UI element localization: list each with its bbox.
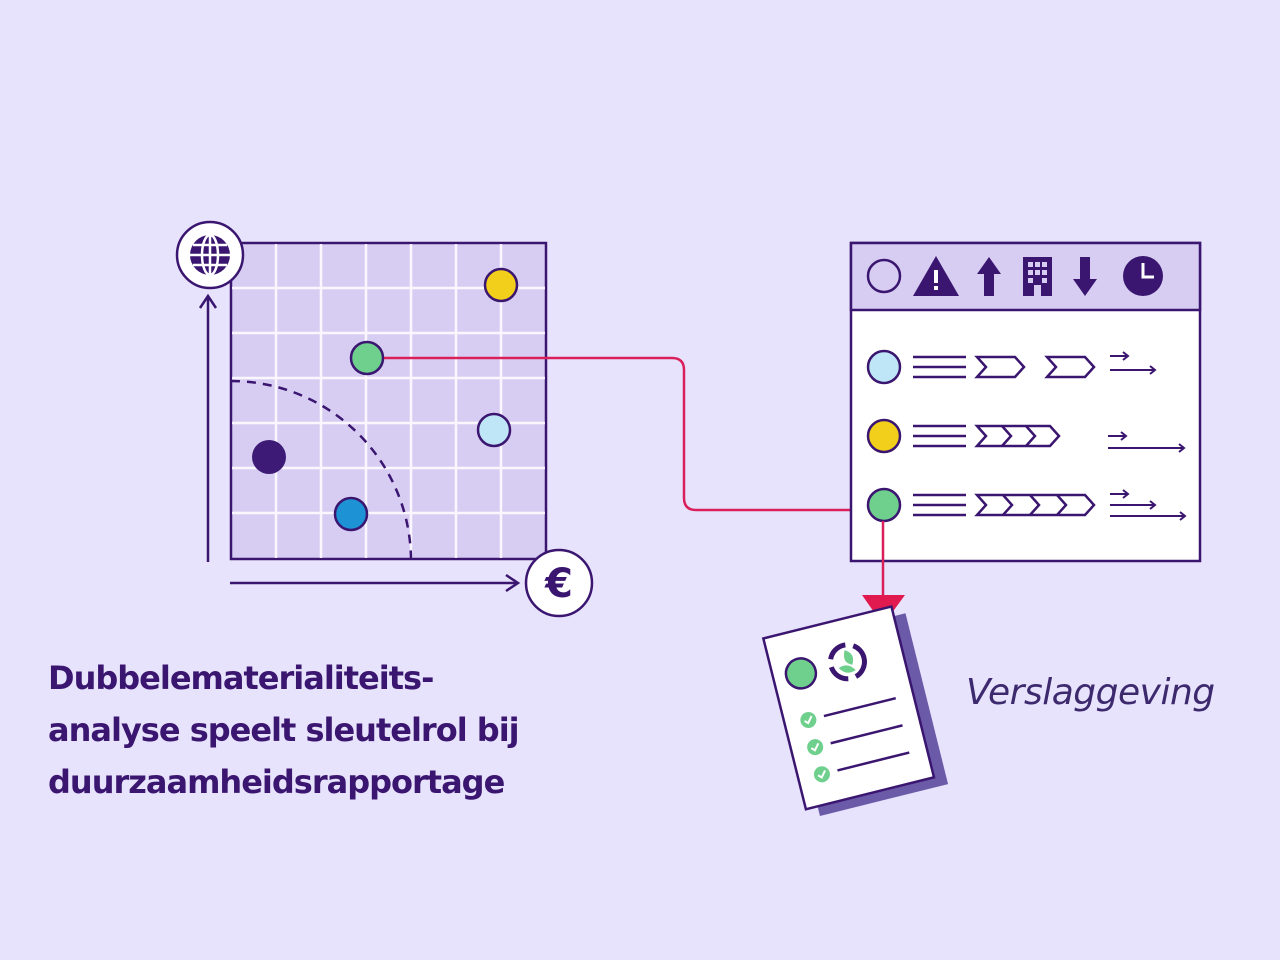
materiality-threshold-curve <box>230 379 413 562</box>
x-axis <box>230 573 521 593</box>
arrow-down-icon <box>1073 257 1097 296</box>
document-page <box>761 604 936 811</box>
matrix-point-lightblue <box>476 412 512 448</box>
materiality-matrix: € <box>175 220 594 618</box>
green-circle-icon <box>784 657 818 690</box>
table-row <box>866 418 1186 454</box>
connector-line <box>384 356 866 512</box>
chevron-icon <box>974 424 1061 448</box>
check-icon <box>800 711 817 728</box>
table-row <box>866 349 1157 385</box>
row-marker-yellow <box>866 418 902 454</box>
assessment-table <box>849 241 1202 563</box>
row-marker-lightblue <box>866 349 902 385</box>
arrow-up-icon <box>977 257 1001 296</box>
trend-arrows-icon <box>1108 431 1186 453</box>
row-marker-green <box>866 487 902 523</box>
recycle-leaf-icon <box>827 642 867 682</box>
lines-icon <box>913 424 966 448</box>
euro-icon: € <box>524 548 594 618</box>
matrix-point-purple <box>252 440 286 474</box>
y-axis <box>198 293 218 562</box>
euro-symbol: € <box>544 561 573 607</box>
chevron-icon <box>974 355 1096 379</box>
building-icon <box>1023 257 1052 296</box>
matrix-point-green <box>349 340 385 376</box>
trend-arrows-icon <box>1110 351 1157 375</box>
trend-arrows-icon <box>1110 489 1187 521</box>
matrix-point-blue <box>333 496 369 532</box>
headline-line-2: analyse speelt sleutelrol bij <box>48 711 520 749</box>
circle-outline-icon <box>866 258 902 294</box>
checklist-item <box>813 751 910 783</box>
check-icon <box>813 766 830 783</box>
table-row <box>866 487 1187 523</box>
checklist-item <box>800 696 897 728</box>
lines-icon <box>913 493 966 517</box>
headline-line-3: duurzaamheidsrapportage <box>48 763 505 801</box>
chevron-icon <box>974 493 1096 517</box>
clock-icon <box>1123 256 1163 296</box>
report-document <box>761 604 949 817</box>
warning-icon <box>913 256 959 296</box>
globe-icon <box>175 220 245 290</box>
headline-line-1: Dubbelematerialiteits- <box>48 659 434 697</box>
report-label: Verslaggeving <box>966 672 1215 713</box>
lines-icon <box>913 355 966 379</box>
headline: Dubbelematerialiteits- analyse speelt sl… <box>48 652 688 808</box>
check-icon <box>807 739 824 756</box>
checklist-item <box>807 724 903 756</box>
matrix-point-yellow <box>483 267 519 303</box>
checklist <box>800 696 910 783</box>
